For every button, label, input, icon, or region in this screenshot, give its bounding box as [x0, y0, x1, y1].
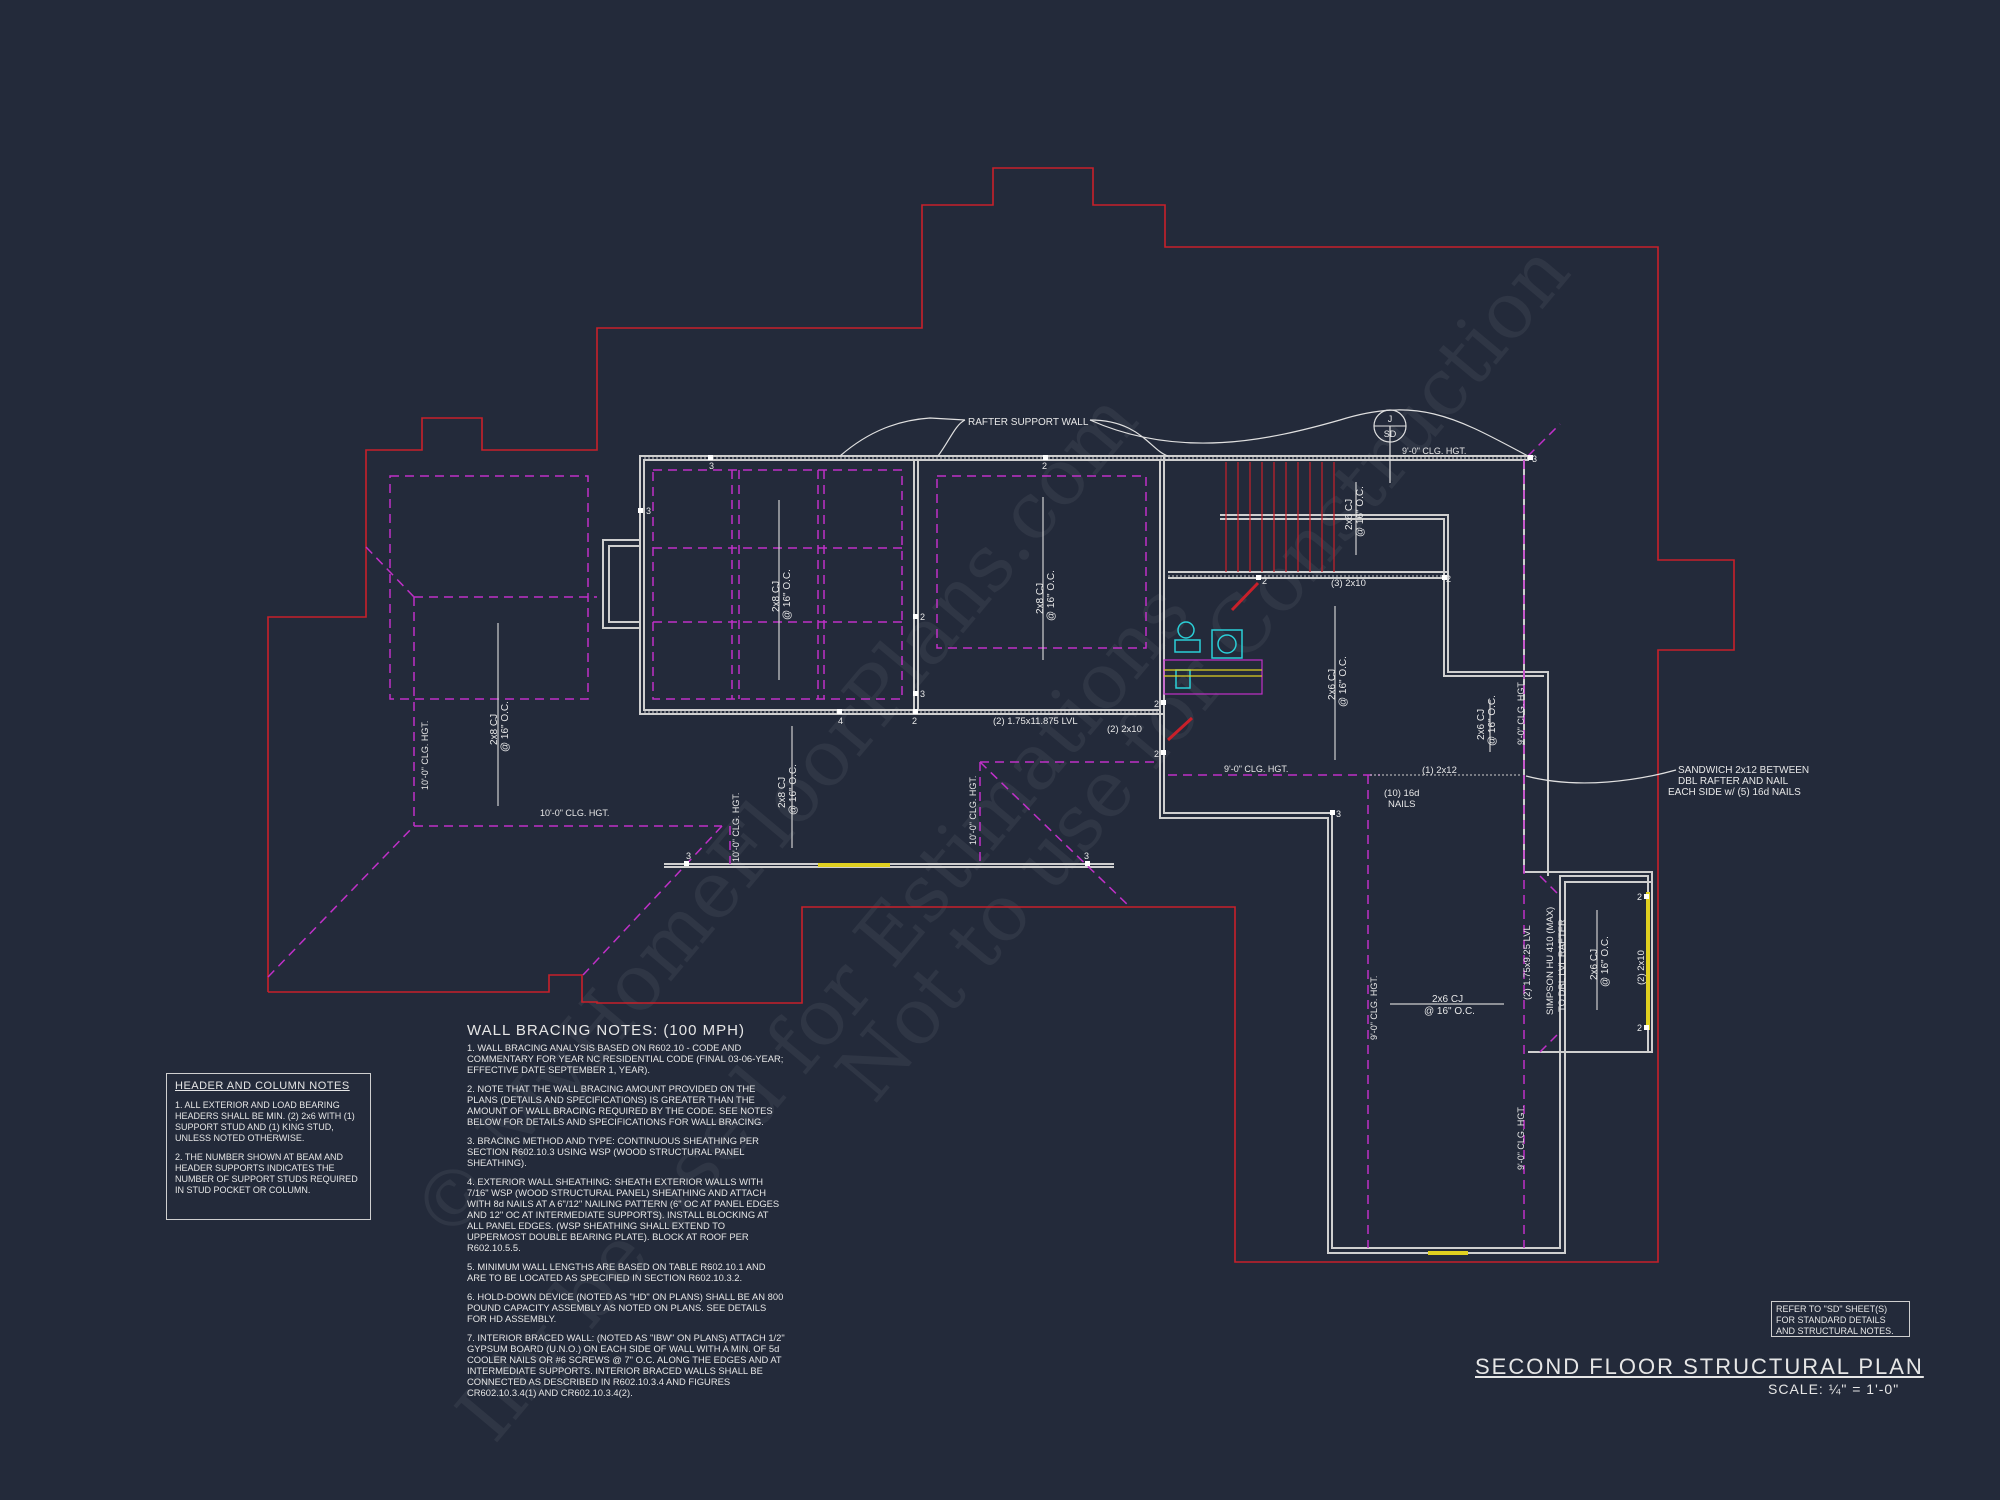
ceiling-height-label: 9'-0" CLG. HGT.: [1516, 1106, 1526, 1170]
bath-fixtures: [1174, 621, 1243, 689]
ceiling-joist-spacing: @ 16" O.C.: [500, 701, 511, 752]
header-label: (2) 2x10: [1107, 724, 1142, 735]
support-count: 3: [920, 689, 925, 699]
ceiling-height-label: 10'-0" CLG. HGT.: [540, 808, 609, 818]
header-notes-heading: HEADER AND COLUMN NOTES: [175, 1080, 350, 1092]
wall-bracing-item: 6. HOLD-DOWN DEVICE (NOTED AS "HD" ON PL…: [467, 1291, 784, 1324]
ceiling-joist-label: 2x8 CJ: [771, 581, 782, 612]
bath-counter: [1163, 659, 1263, 695]
drawing-scale: SCALE: ¼" = 1'-0": [1768, 1381, 1900, 1397]
reference-note-box: REFER TO "SD" SHEET(S) FOR STANDARD DETA…: [1771, 1301, 1910, 1337]
leader-curves: [839, 409, 1677, 784]
support-count: 3: [646, 506, 651, 516]
lvl-beam-label: (2) 1.75x11.875 LVL: [993, 716, 1078, 727]
detail-marker-number: J: [1388, 414, 1393, 424]
headers-yellow: [818, 863, 1650, 1255]
ceiling-joist-label: 2x8 CJ: [1035, 583, 1046, 614]
support-count: 4: [838, 716, 843, 726]
nails-label: NAILS: [1388, 799, 1415, 810]
support-count: 3: [1336, 809, 1341, 819]
ceiling-joist-spacing: @ 16" O.C.: [1046, 570, 1057, 621]
wall-bracing-item: 2. NOTE THAT THE WALL BRACING AMOUNT PRO…: [467, 1083, 773, 1127]
wall-bracing-item: 3. BRACING METHOD AND TYPE: CONTINUOUS S…: [467, 1135, 759, 1168]
nails-label: (10) 16d: [1384, 788, 1419, 799]
ceiling-joist-spacing: @ 16" O.C.: [1600, 936, 1611, 987]
wall-bracing-notes: WALL BRACING NOTES: (100 MPH) 1. WALL BR…: [467, 1022, 785, 1406]
ceiling-joist-label: 2x6 CJ: [1589, 949, 1600, 980]
support-count: 2: [1154, 699, 1159, 709]
ceiling-height-label: 10'-0" CLG. HGT.: [420, 721, 430, 790]
support-count: 2: [1154, 749, 1159, 759]
detail-marker: J SD: [1373, 409, 1407, 443]
sandwich-note: SANDWICH 2x12 BETWEEN: [1678, 765, 1809, 776]
ceiling-joist-label: 2x6 CJ: [1476, 709, 1487, 740]
wall-bracing-item: 4. EXTERIOR WALL SHEATHING: SHEATH EXTER…: [467, 1176, 780, 1253]
ceiling-height-label: 10'-0" CLG. HGT.: [968, 776, 978, 845]
support-count: 2: [920, 612, 925, 622]
support-count: 2: [1262, 576, 1267, 586]
simpson-hanger-note: TO DBL LVL RAFTER: [1557, 919, 1568, 1012]
ceiling-joist-spacing: @ 16" O.C.: [1487, 695, 1498, 746]
vertical-labels: 2x8 CJ @ 16" O.C. 10'-0" CLG. HGT. 2x8 C…: [420, 486, 1647, 1170]
ceiling-joist-spacing: @ 16" O.C.: [1338, 656, 1349, 707]
ceiling-height-label: 10'-0" CLG. HGT.: [731, 793, 741, 862]
ceiling-joist-label: 2x6 CJ: [1344, 499, 1355, 530]
header-label: (3) 2x10: [1331, 578, 1366, 589]
stairs: [1166, 462, 1335, 742]
lvl-rafter-label: (2) 1.75x9.25 LVL: [1522, 925, 1533, 1000]
dimension-arrows: [497, 482, 1598, 1010]
ceiling-height-label: 9'-0" CLG. HGT.: [1402, 446, 1466, 456]
hatched-beam-lines: [644, 457, 1528, 776]
drawing-title: SECOND FLOOR STRUCTURAL PLAN: [1475, 1354, 1924, 1379]
ceiling-height-label: 9'-0" CLG. HGT.: [1224, 764, 1288, 774]
ceiling-joist-label: 2x6 CJ: [1327, 669, 1338, 700]
support-markers: [638, 455, 1649, 1030]
support-count: 2: [1637, 892, 1642, 902]
ceiling-joist-label: 2x8 CJ: [777, 777, 788, 808]
header-label: (1) 2x12: [1422, 765, 1457, 776]
sandwich-note: EACH SIDE w/ (5) 16d NAILS: [1668, 787, 1801, 798]
header-label: (2) 2x10: [1636, 950, 1647, 985]
simpson-hanger-note: SIMPSON HU 410 (MAX): [1545, 907, 1556, 1015]
support-count: 2: [1446, 574, 1451, 584]
wall-bracing-item: 7. INTERIOR BRACED WALL: (NOTED AS "IBW"…: [467, 1332, 785, 1398]
header-column-notes: HEADER AND COLUMN NOTES 1. ALL EXTERIOR …: [166, 1073, 371, 1220]
ceiling-joist-spacing: @ 16" O.C.: [782, 569, 793, 620]
support-count: 3: [686, 851, 691, 861]
header-note-item: 1. ALL EXTERIOR AND LOAD BEARING HEADERS…: [175, 1100, 355, 1143]
detail-marker-sheet: SD: [1384, 429, 1397, 439]
ceiling-joist-areas: [267, 423, 1561, 1248]
support-count: 2: [912, 716, 917, 726]
header-note-item: 2. THE NUMBER SHOWN AT BEAM AND HEADER S…: [175, 1152, 358, 1195]
support-count: 2: [1042, 461, 1047, 471]
ceiling-joist-spacing: @ 16" O.C.: [788, 764, 799, 815]
ceiling-joist-label: 2x6 CJ: [1432, 994, 1463, 1005]
support-count: 3: [1084, 851, 1089, 861]
ceiling-joist-label: 2x8 CJ: [489, 714, 500, 745]
support-count: 3: [709, 461, 714, 471]
plan-labels: RAFTER SUPPORT WALL 9'-0" CLG. HGT. (2) …: [540, 417, 1809, 1017]
ceiling-joist-spacing: @ 16" O.C.: [1424, 1006, 1475, 1017]
roof-outline: [267, 167, 1735, 1263]
wall-bracing-item: 1. WALL BRACING ANALYSIS BASED ON R602.1…: [467, 1042, 784, 1075]
rafter-support-wall-label: RAFTER SUPPORT WALL: [968, 417, 1089, 428]
support-count: 2: [1637, 1023, 1642, 1033]
support-count: 3: [1532, 454, 1537, 464]
wall-bracing-heading: WALL BRACING NOTES: (100 MPH): [467, 1022, 745, 1039]
wall-bracing-item: 5. MINIMUM WALL LENGTHS ARE BASED ON TAB…: [467, 1261, 766, 1283]
ceiling-height-label: 9'-0" CLG. HGT.: [1516, 681, 1526, 745]
ceiling-height-label: 9'-0" CLG. HGT.: [1369, 976, 1379, 1040]
support-numbers: 3 2 3 3 2 3 4 2 2 2 2 2 3 3 3 2 2: [646, 454, 1642, 1033]
ceiling-joist-spacing: @ 16" O.C.: [1355, 486, 1366, 537]
sandwich-note: DBL RAFTER AND NAIL: [1678, 776, 1789, 787]
